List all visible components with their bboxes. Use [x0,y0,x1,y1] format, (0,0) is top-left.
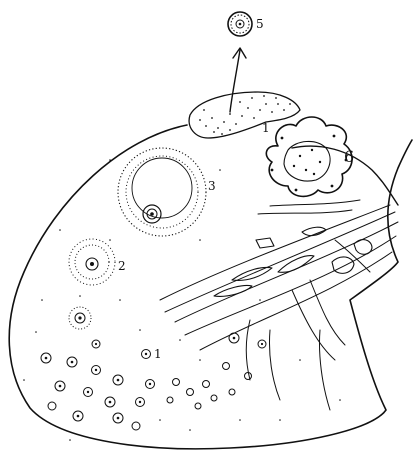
ovulation-site [189,92,300,138]
label-mature-follicle: 3 [208,179,216,193]
stroma-dots [23,159,341,441]
ovulation-site-stipple [199,95,291,135]
growing-follicle [69,239,115,285]
label-corpus-luteum: 6 [344,147,354,166]
released-ovum [228,12,252,36]
label-primordial-oocytes: 1 [154,347,162,361]
corpus-luteum [266,117,352,196]
ovary-outline [9,125,412,449]
mature-follicle [118,148,206,236]
label-growing-follicle: 2 [118,259,126,273]
ovulation-arrow [230,50,240,112]
hilum-vessels [160,200,398,410]
label-released-ovum: 5 [256,17,264,31]
label-ovulation-site: 1 [262,121,270,135]
vessel-sections [214,227,372,296]
small-follicle [69,307,91,329]
